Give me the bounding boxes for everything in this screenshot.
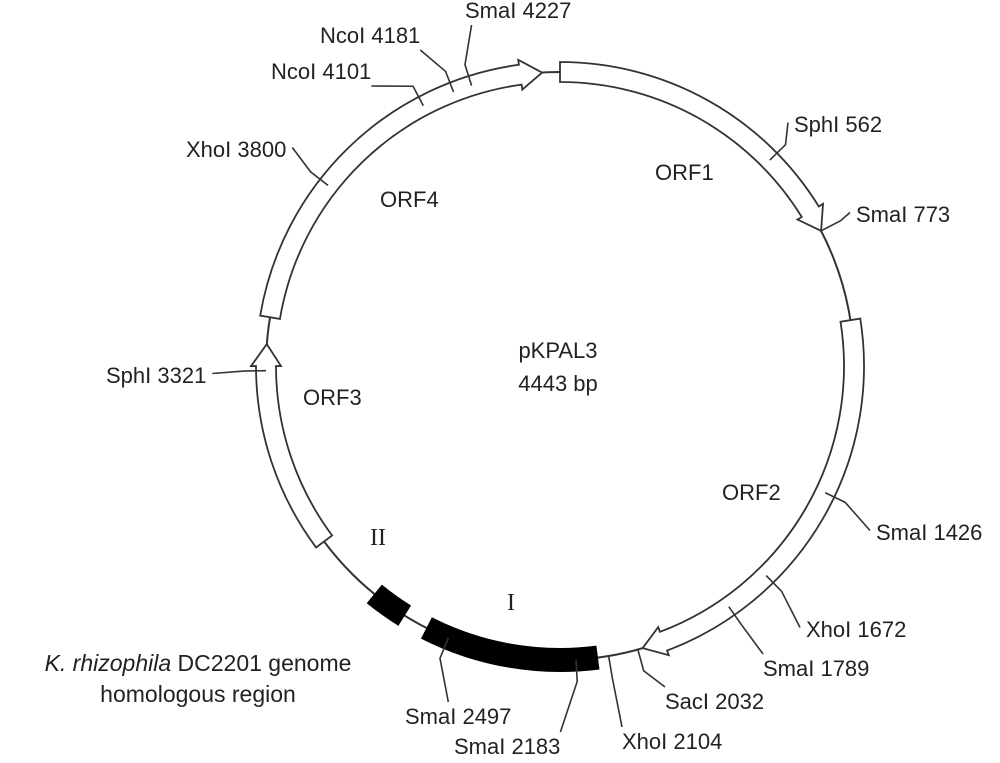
- orf4-label: ORF4: [380, 187, 439, 212]
- homology-block-i-label: I: [507, 590, 515, 616]
- site-tick-smai-2183: [559, 659, 579, 733]
- site-label-xhoi-1672: XhoI 1672: [806, 617, 906, 642]
- homology-block-ii: [366, 584, 412, 626]
- site-tick-xhoi-3800: [291, 147, 329, 187]
- site-label-saci-2032: SacI 2032: [665, 689, 764, 714]
- orf1-label: ORF1: [655, 160, 714, 185]
- homology-block-layer: [366, 584, 600, 672]
- site-tick-sphi-3321: [212, 369, 267, 375]
- homology-block-ii-label: II: [370, 525, 386, 551]
- site-tick-saci-2032: [637, 649, 666, 688]
- site-tick-smai-773: [820, 211, 851, 232]
- site-label-smai-773: SmaI 773: [856, 202, 950, 227]
- site-tick-smai-4227: [464, 24, 473, 86]
- restriction-site-layer: [212, 24, 871, 733]
- site-label-sphi-562: SphI 562: [794, 112, 882, 137]
- site-tick-smai-2497: [439, 637, 450, 703]
- site-label-xhoi-2104: XhoI 2104: [622, 729, 722, 754]
- site-label-ncoi-4101: NcoI 4101: [271, 59, 371, 84]
- orf2-label: ORF2: [722, 480, 781, 505]
- site-label-smai-2183: SmaI 2183: [454, 734, 560, 759]
- site-tick-xhoi-2104: [607, 655, 623, 728]
- orf3-label: ORF3: [303, 385, 362, 410]
- site-label-smai-1426: SmaI 1426: [876, 520, 982, 545]
- plasmid-name: pKPAL3: [518, 338, 597, 363]
- strain-text: DC2201 genome: [171, 650, 352, 676]
- orf2-arrow: [641, 317, 865, 657]
- site-label-smai-1789: SmaI 1789: [763, 656, 869, 681]
- orf4-arrow: [259, 58, 544, 320]
- site-label-sphi-3321: SphI 3321: [106, 363, 206, 388]
- site-label-xhoi-3800: XhoI 3800: [186, 137, 286, 162]
- orf-layer: [249, 58, 865, 657]
- orf3-arrow: [249, 342, 334, 549]
- site-label-ncoi-4181: NcoI 4181: [320, 23, 420, 48]
- site-tick-sphi-562: [769, 122, 789, 161]
- site-tick-xhoi-1672: [765, 575, 801, 628]
- site-label-smai-4227: SmaI 4227: [465, 0, 571, 23]
- homology-caption-line1: K. rhizophila DC2201 genome: [2, 648, 394, 679]
- site-label-smai-2497: SmaI 2497: [405, 704, 511, 729]
- homology-region-caption: K. rhizophila DC2201 genome homologous r…: [2, 648, 394, 710]
- site-tick-smai-1426: [824, 492, 871, 532]
- homology-block-i: [420, 617, 600, 672]
- site-tick-ncoi-4101: [371, 85, 424, 107]
- site-tick-smai-1789: [728, 606, 764, 655]
- plasmid-size: 4443 bp: [518, 371, 598, 396]
- homology-caption-line2: homologous region: [100, 681, 296, 707]
- site-tick-ncoi-4181: [419, 49, 455, 93]
- species-name: K. rhizophila: [44, 650, 172, 676]
